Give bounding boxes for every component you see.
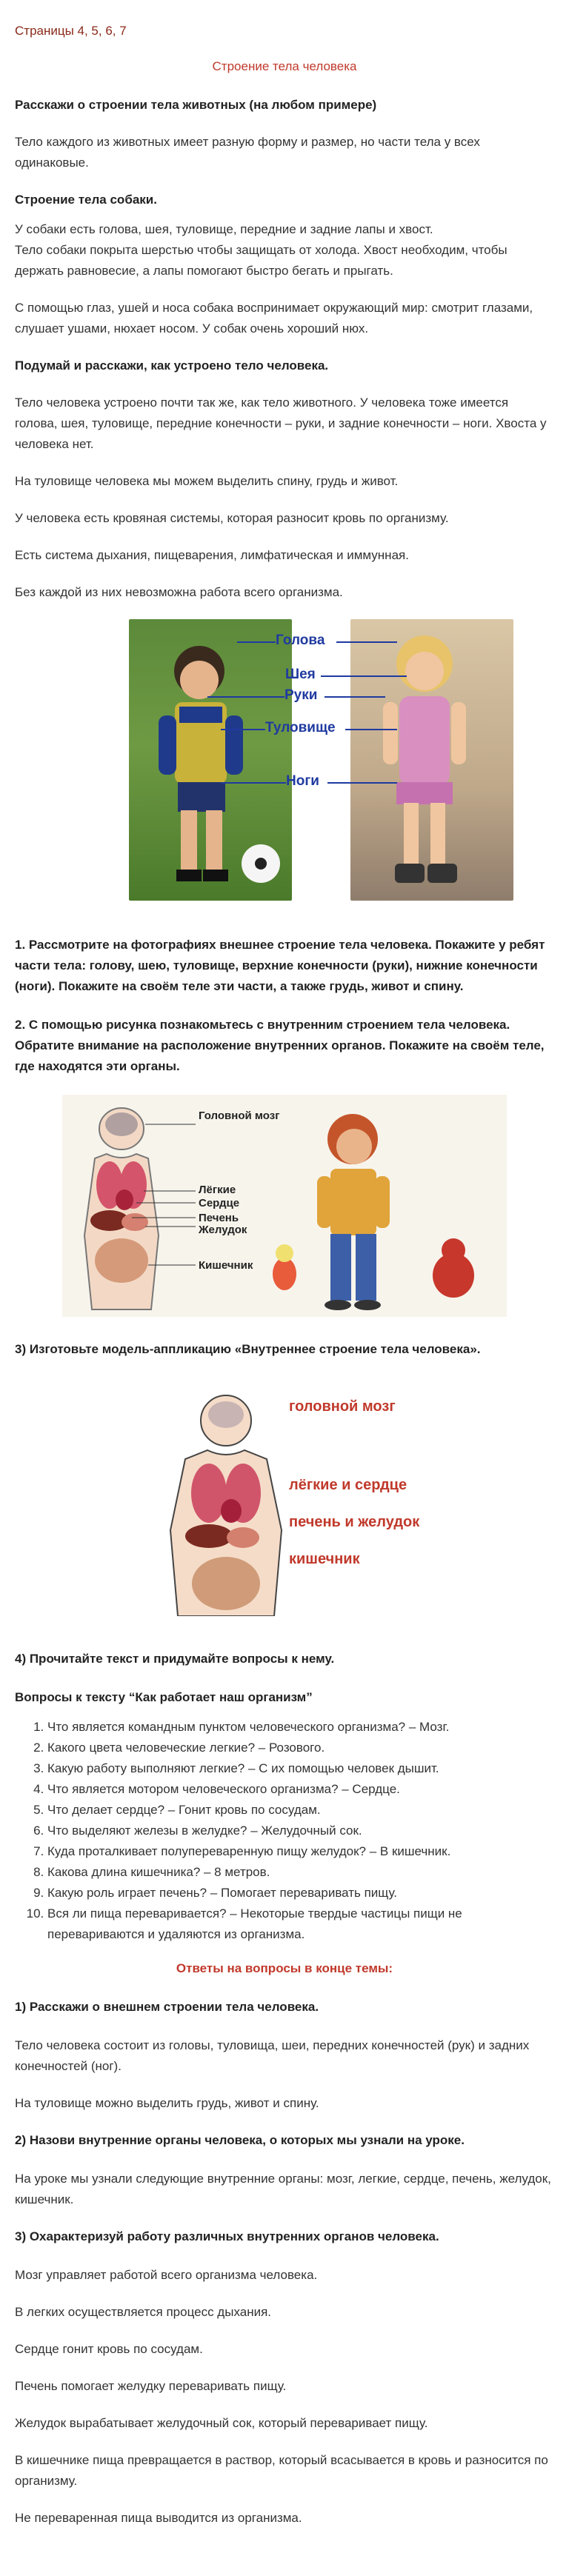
paragraph: Есть система дыхания, пищеварения, лимфа… (15, 548, 409, 562)
paragraph: В легких осуществляется процесс дыхания. (15, 2305, 272, 2319)
label-liver-stomach: печень и желудок (289, 1514, 420, 1530)
pointer-line (327, 782, 397, 784)
questions-list: Что является командным пунктом человечес… (15, 1717, 554, 1945)
questions-title: Вопросы к тексту “Как работает наш орган… (15, 1690, 313, 1704)
paragraph: Без каждой из них невозможна работа всег… (15, 585, 343, 599)
label-brain: Головной мозг (199, 1110, 280, 1122)
pointer-line (221, 782, 286, 784)
section-heading: Расскажи о строении тела животных (на лю… (15, 98, 377, 112)
pointer-line (336, 641, 397, 643)
list-item: Что является мотором человеческого орган… (47, 1779, 554, 1800)
paragraph: С помощью глаз, ушей и носа собака воспр… (15, 301, 533, 336)
label-liver: Печень (199, 1212, 239, 1224)
paragraph: У собаки есть голова, шея, туловище, пер… (15, 222, 433, 236)
paragraph: Печень помогает желудку переваривать пищ… (15, 2379, 287, 2393)
pointer-line (237, 641, 276, 643)
section-heading: Подумай и расскажи, как устроено тело че… (15, 358, 329, 373)
list-item: Что делает сердце? – Гонит кровь по сосу… (47, 1800, 554, 1821)
list-item: Какова длина кишечника? – 8 метров. (47, 1862, 554, 1883)
paragraph: На туловище можно выделить грудь, живот … (15, 2096, 319, 2110)
list-item: Что выделяют железы в желудке? – Желудоч… (47, 1821, 554, 1841)
label-intestine: кишечник (289, 1551, 360, 1567)
label-intestine: Кишечник (199, 1259, 253, 1272)
task-4: 4) Прочитайте текст и придумайте вопросы… (15, 1652, 335, 1666)
list-item: Куда проталкивает полупереваренную пищу … (47, 1841, 554, 1862)
list-item: Что является командным пунктом человечес… (47, 1717, 554, 1738)
answer-question-2: 2) Назови внутренние органы человека, о … (15, 2133, 465, 2147)
label-brain: головной мозг (289, 1398, 396, 1415)
section-heading: Строение тела собаки. (15, 193, 157, 207)
label-heart: Сердце (199, 1197, 240, 1209)
paragraph: Не переваренная пища выводится из органи… (15, 2511, 302, 2525)
label-arms: Руки (284, 687, 318, 703)
paragraph: Тело каждого из животных имеет разную фо… (15, 135, 480, 170)
answer-question-3: 3) Охарактеризуй работу различных внутре… (15, 2229, 439, 2243)
answer-question-1: 1) Расскажи о внешнем строении тела чело… (15, 2000, 319, 2014)
boy-photo (129, 619, 292, 901)
pointer-line (345, 729, 397, 730)
paragraph: У человека есть кровяная системы, котора… (15, 511, 449, 525)
list-item: Вся ли пища переваривается? – Некоторые … (47, 1903, 554, 1945)
task-3: 3) Изготовьте модель-аппликацию «Внутрен… (15, 1342, 481, 1356)
paragraph: Мозг управляет работой всего организма ч… (15, 2268, 318, 2282)
paragraph: В кишечнике пища превращается в раствор,… (15, 2453, 548, 2488)
pointer-line (207, 696, 284, 698)
label-lungs-heart: лёгкие и сердце (289, 1477, 407, 1493)
paragraph: На туловище человека мы можем выделить с… (15, 474, 399, 488)
pointer-line (321, 675, 407, 677)
list-item: Какую работу выполняют легкие? – С их по… (47, 1758, 554, 1779)
pointer-line (221, 729, 265, 730)
list-item: Какую роль играет печень? – Помогает пер… (47, 1883, 554, 1903)
breadcrumb[interactable]: Страницы 4, 5, 6, 7 (15, 24, 127, 38)
label-head: Голова (276, 633, 325, 648)
label-torso: Туловище (265, 720, 336, 735)
page-title: Строение тела человека (212, 59, 357, 73)
internal-organs-diagram: Головной мозг Лёгкие Сердце Печень Желуд… (62, 1095, 507, 1317)
paragraph: Желудок вырабатывает желудочный сок, кот… (15, 2416, 428, 2430)
task-1: 1. Рассмотрите на фотографиях внешнее ст… (15, 938, 545, 993)
label-legs: Ноги (286, 773, 319, 789)
label-stomach: Желудок (199, 1224, 247, 1236)
paragraph: Тело человека состоит из головы, туловищ… (15, 2038, 530, 2073)
answers-title: Ответы на вопросы в конце темы: (176, 1961, 393, 1975)
girl-photo (350, 619, 513, 901)
paragraph: На уроке мы узнали следующие внутренние … (15, 2172, 551, 2206)
task-2: 2. С помощью рисунка познакомьтесь с вну… (15, 1018, 545, 1073)
list-item: Какого цвета человеческие легкие? – Розо… (47, 1738, 554, 1758)
children-photos: Голова Шея Руки Туловище Ноги (15, 619, 554, 915)
paragraph: Тело собаки покрыта шерстью чтобы защища… (15, 243, 508, 278)
label-lungs: Лёгкие (199, 1184, 236, 1196)
paragraph: Тело человека устроено почти так же, как… (15, 396, 547, 451)
pointer-line (325, 696, 385, 698)
paragraph: Сердце гонит кровь по сосудам. (15, 2342, 203, 2356)
organ-model-diagram: головной мозг лёгкие и сердце печень и ж… (15, 1382, 554, 1626)
label-neck: Шея (285, 667, 316, 682)
